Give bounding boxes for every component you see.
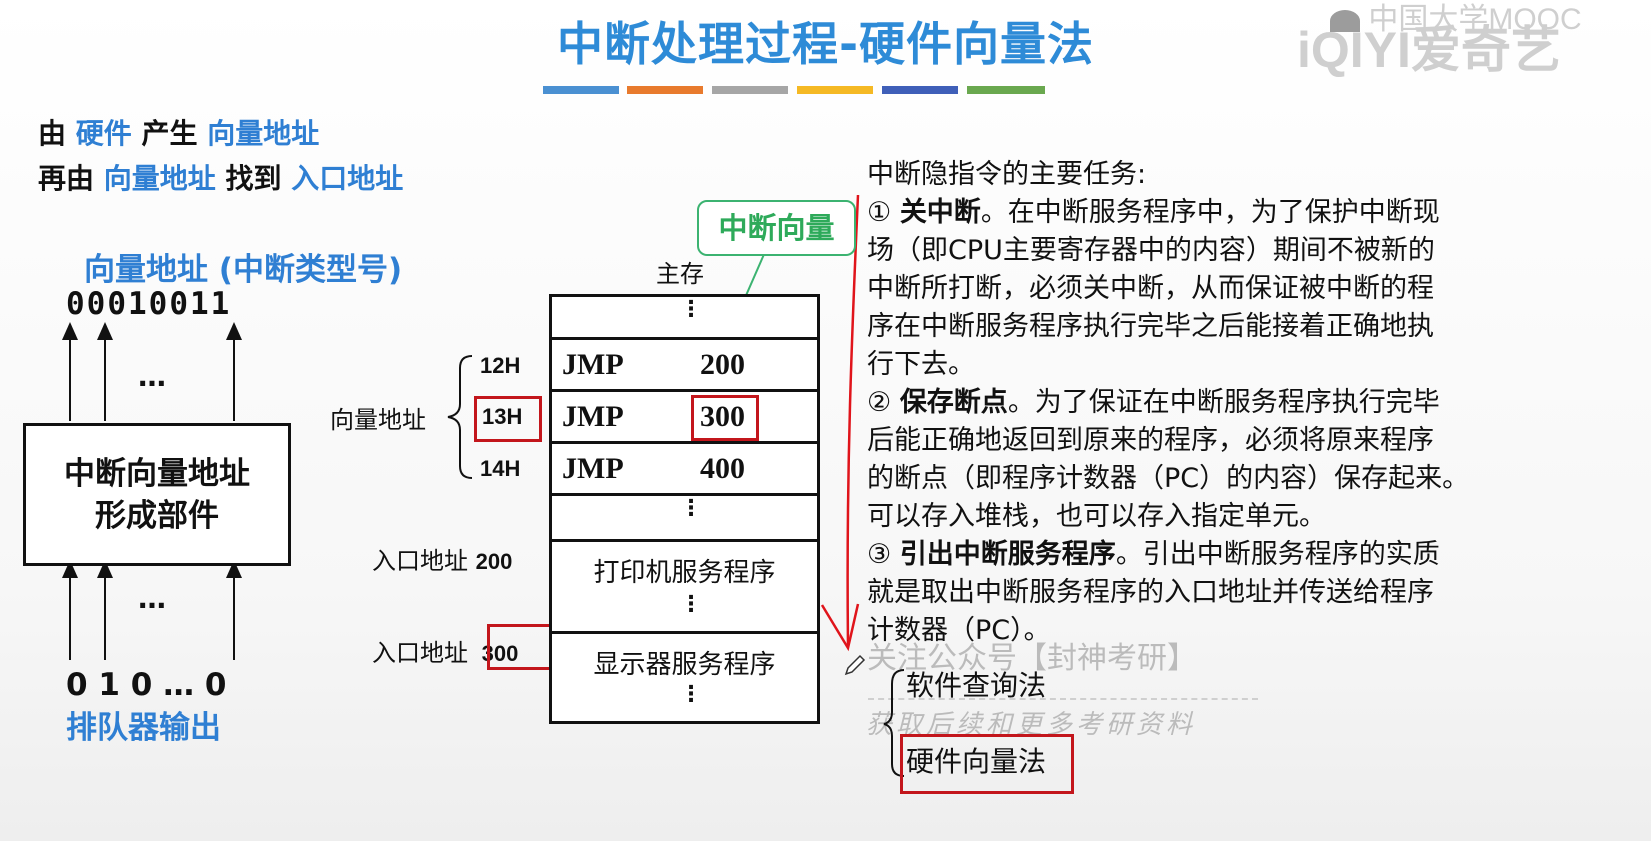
- task2-line3: 的断点（即程序计数器（PC）的内容）保存起来。: [867, 463, 1470, 494]
- main-memory-label: 主存: [656, 260, 704, 288]
- method-hardware-highlight: [900, 734, 1074, 794]
- iqiyi-logo: iQIYI: [1297, 22, 1411, 78]
- task1-line1: ① 关中断。在中断服务程序中，为了保护中断现: [867, 197, 1440, 228]
- task3-line3: 计数器（PC）。: [867, 615, 1051, 646]
- title-stripe-6: [967, 86, 1045, 94]
- title-stripe-5: [882, 86, 958, 94]
- entry-address-300: 入口地址 300: [372, 639, 519, 667]
- entry-300-highlight: [487, 624, 556, 670]
- wechat-watermark: 关注公众号【封神考研】: [867, 641, 1197, 676]
- entry-address-200: 入口地址 200: [372, 547, 513, 575]
- task3-line2: 就是取出中断服务程序的入口地址并传送给程序: [867, 577, 1434, 608]
- target-300-highlight: [691, 395, 759, 441]
- vector-address-generator: 中断向量地址 形成部件: [23, 423, 291, 566]
- slide-title: 中断处理过程-硬件向量法: [556, 17, 1095, 71]
- vector-address-label: 向量地址: [330, 406, 426, 434]
- method-software-polling: 软件查询法: [906, 669, 1047, 702]
- red-annotation-arrowhead: [820, 603, 860, 652]
- memory-cell-top: ⋮: [549, 294, 820, 340]
- title-stripe-3: [712, 86, 788, 94]
- addr-14h: 14H: [480, 456, 521, 481]
- ellipsis-bottom: …: [138, 582, 166, 615]
- mooc-logo-icon: [1330, 10, 1360, 33]
- queue-bits: 0 1 0 … 0: [66, 667, 227, 703]
- vector-address-title: 向量地址 (中断类型号): [84, 252, 403, 288]
- dashed-divider: [868, 698, 1258, 700]
- task2-line1: ② 保存断点。为了保证在中断服务程序执行完毕: [867, 387, 1440, 418]
- memory-row-12h: JMP 200: [549, 340, 820, 392]
- task2-line2: 后能正确地返回到原来的程序，必须将原来程序: [867, 425, 1434, 456]
- memory-row-14h: JMP 400: [549, 444, 820, 496]
- vector-brace: [447, 355, 473, 479]
- red-annotation-stroke: [846, 194, 860, 646]
- mooc-watermark: 中国大学MOOC: [1330, 0, 1582, 38]
- task2-line4: 可以存入堆栈，也可以存入指定单元。: [867, 501, 1326, 532]
- method-hardware-vector: 硬件向量法: [906, 745, 1047, 778]
- iqiyi-name: 爱奇艺: [1410, 22, 1561, 78]
- memory-row-13h: JMP 300: [549, 392, 820, 444]
- task1-line5: 行下去。: [867, 349, 975, 380]
- addr-13h: 13H: [482, 404, 523, 429]
- title-stripe-1: [543, 86, 619, 94]
- addr-13h-highlight: [474, 396, 542, 442]
- interrupt-vector-callout: 中断向量: [697, 200, 856, 256]
- task1-line3: 中断所打断，必须关中断，从而保证被中断的程: [867, 273, 1434, 304]
- memory-cell-gap: ⋮: [549, 496, 820, 542]
- iqiyi-watermark: iQIYI爱奇艺: [1297, 10, 1561, 82]
- pencil-cursor-icon: [844, 654, 866, 676]
- task1-line2: 场（即CPU主要寄存器中的内容）期间不被新的: [867, 235, 1435, 266]
- display-service-routine: 显示器服务程序 ⋮: [549, 634, 820, 724]
- vector-bits: 00010011: [66, 286, 232, 322]
- task3-line1: ③ 引出中断服务程序。引出中断服务程序的实质: [867, 539, 1440, 570]
- methods-brace: [883, 669, 905, 777]
- title-stripe-2: [627, 86, 703, 94]
- ellipsis-top: …: [138, 360, 166, 393]
- printer-service-routine: 打印机服务程序 ⋮: [549, 542, 820, 634]
- addr-12h: 12H: [480, 353, 521, 378]
- task1-line4: 序在中断服务程序执行完毕之后能接着正确地执: [867, 311, 1434, 342]
- implicit-instruction-heading: 中断隐指令的主要任务:: [867, 159, 1147, 190]
- queue-output-label: 排队器输出: [66, 710, 221, 746]
- intro-line-2: 再由 向量地址 找到 入口地址: [38, 162, 404, 195]
- title-stripe-4: [797, 86, 873, 94]
- intro-line-1: 由 硬件 产生 向量地址: [38, 117, 320, 150]
